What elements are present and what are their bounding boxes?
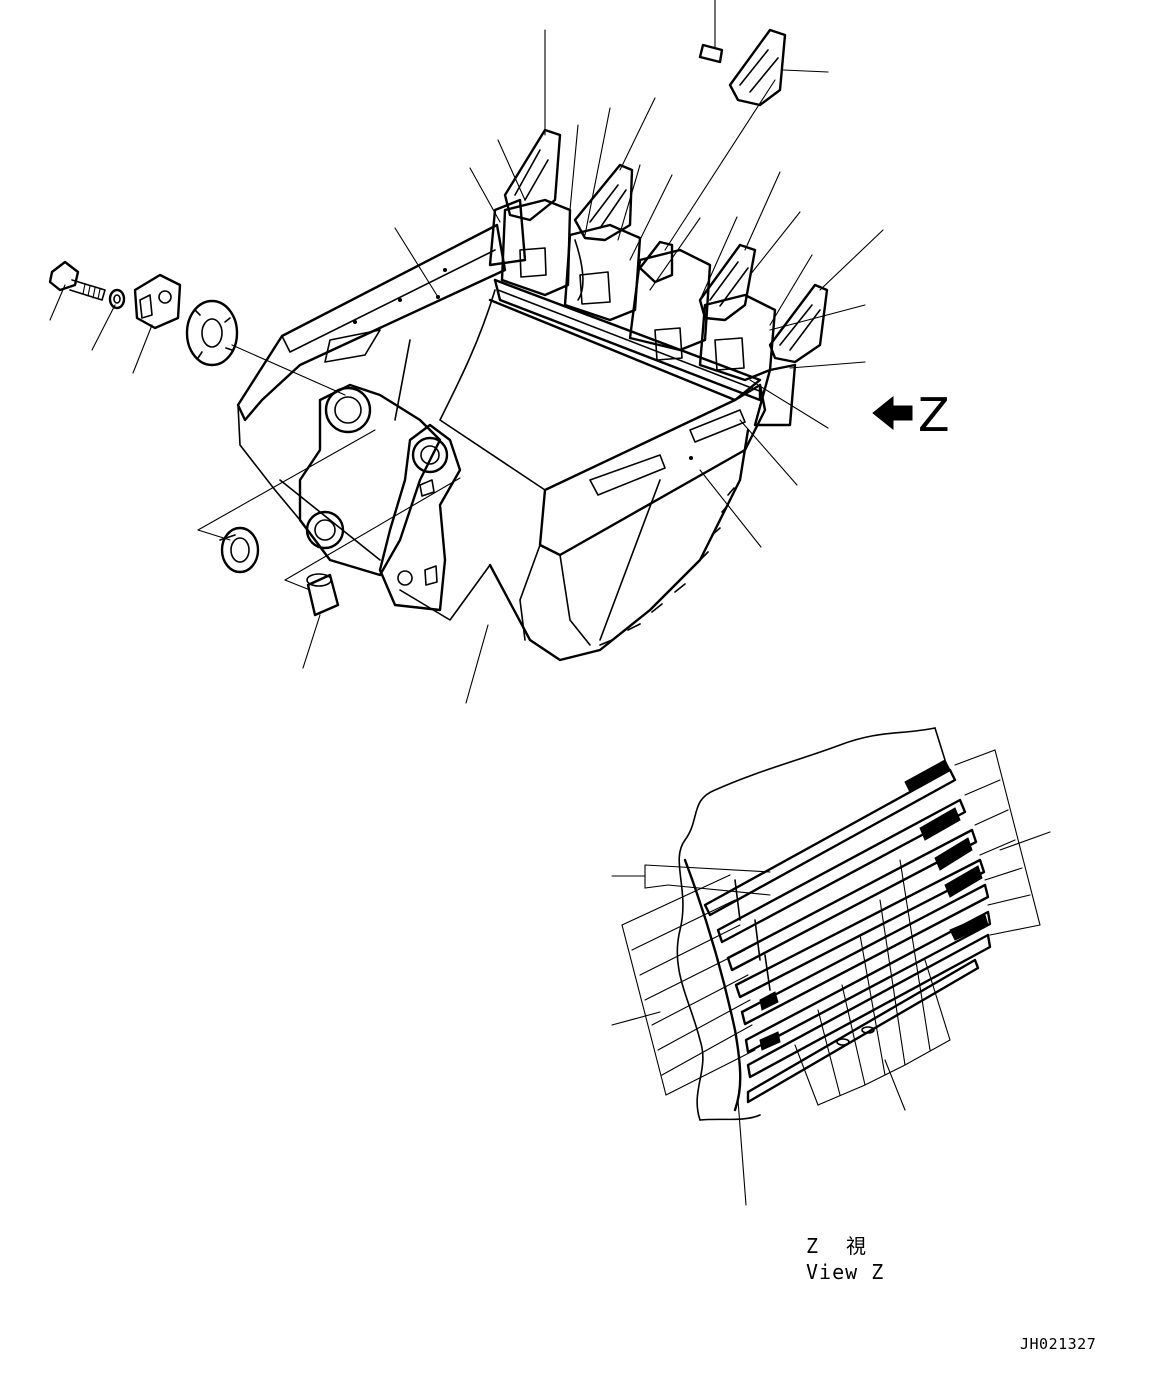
teeth-row: [488, 28, 829, 427]
leader-lines-main: [49, 0, 884, 704]
view-z-caption-en: View Z: [806, 1260, 885, 1284]
drawing-number: JH021327: [1020, 1335, 1097, 1353]
view-z-detail: [611, 727, 1051, 1206]
view-arrow-icon: [872, 395, 913, 431]
view-arrow-letter: Z: [918, 388, 950, 442]
view-z-caption-jp: Z 視: [806, 1234, 871, 1258]
bucket-assembly: [236, 223, 767, 662]
hardware-parts: [48, 260, 340, 617]
